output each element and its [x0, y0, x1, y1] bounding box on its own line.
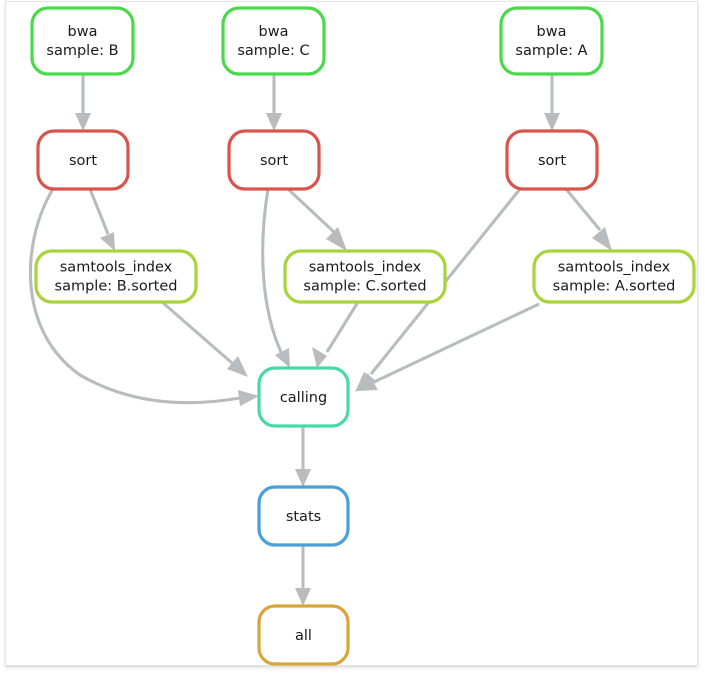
node-samtools_index_B[interactable]: samtools_index sample: B.sorted: [34, 249, 198, 304]
node-label-line2-bwa_C: sample: C: [237, 43, 309, 59]
edge-samtools_index_B-calling: [160, 300, 248, 377]
node-calling[interactable]: calling: [257, 366, 350, 428]
node-label-line1-bwa_B: bwa: [68, 24, 98, 40]
node-all[interactable]: all: [257, 604, 350, 666]
edge-bwa_A-sort_A: [544, 74, 560, 131]
edge-bwa_B-sort_B: [75, 74, 91, 131]
node-shape-sort_C[interactable]: [227, 129, 321, 191]
edge-layer: [28, 74, 612, 606]
edge-sort_C-samtools_index_C: [286, 187, 347, 251]
node-stats[interactable]: stats: [257, 485, 350, 547]
node-shape-calling[interactable]: [257, 366, 350, 428]
node-bwa_C[interactable]: bwa sample: C: [221, 6, 326, 76]
node-label-line2-samtools_index_C: sample: C.sorted: [303, 279, 426, 295]
edge-calling-stats: [295, 426, 311, 487]
node-shape-samtools_index_C[interactable]: [283, 249, 447, 304]
node-sort_B[interactable]: sort: [36, 129, 130, 191]
node-layer: bwa sample: B bwa sample: C bwa sample: A sort…: [30, 6, 696, 666]
node-sort_A[interactable]: sort: [505, 129, 599, 191]
node-shape-stats[interactable]: [257, 485, 350, 547]
node-label-line1-calling: calling: [280, 390, 327, 406]
node-bwa_B[interactable]: bwa sample: B: [30, 6, 135, 76]
edge-sort_B-samtools_index_B: [88, 188, 115, 251]
edge-samtools_index_C-calling: [312, 301, 360, 368]
edge-stats-all: [295, 545, 311, 606]
node-shape-sort_A[interactable]: [505, 129, 599, 191]
node-shape-sort_B[interactable]: [36, 129, 130, 191]
node-label-line1-samtools_index_A: samtools_index: [558, 260, 671, 276]
node-shape-bwa_A[interactable]: [499, 6, 604, 76]
node-label-line2-bwa_A: sample: A: [515, 43, 587, 59]
node-label-line1-sort_B: sort: [69, 153, 97, 169]
node-shape-samtools_index_B[interactable]: [34, 249, 198, 304]
node-sort_C[interactable]: sort: [227, 129, 321, 191]
edge-samtools_index_A-calling: [356, 302, 540, 391]
edge-sort_A-samtools_index_A: [564, 188, 612, 251]
node-label-line2-bwa_B: sample: B: [46, 43, 118, 59]
node-label-line1-bwa_A: bwa: [537, 24, 567, 40]
node-label-line1-stats: stats: [286, 509, 321, 525]
node-shape-bwa_B[interactable]: [30, 6, 135, 76]
node-label-line1-sort_A: sort: [538, 153, 566, 169]
edge-sort_C-calling: [261, 188, 290, 368]
edge-sort_B-calling: [28, 188, 259, 406]
node-label-line1-samtools_index_B: samtools_index: [60, 260, 173, 276]
node-samtools_index_C[interactable]: samtools_index sample: C.sorted: [283, 249, 447, 304]
node-bwa_A[interactable]: bwa sample: A: [499, 6, 604, 76]
edge-bwa_C-sort_C: [266, 74, 282, 131]
node-samtools_index_A[interactable]: samtools_index sample: A.sorted: [532, 249, 696, 304]
node-label-line1-samtools_index_C: samtools_index: [309, 260, 422, 276]
node-label-line2-samtools_index_B: sample: B.sorted: [55, 279, 178, 295]
node-label-line1-all: all: [295, 628, 312, 644]
node-shape-all[interactable]: [257, 604, 350, 666]
diagram-frame: [5, 1, 698, 666]
node-label-line1-bwa_C: bwa: [259, 24, 289, 40]
node-label-line2-samtools_index_A: sample: A.sorted: [553, 279, 676, 295]
node-shape-samtools_index_A[interactable]: [532, 249, 696, 304]
node-label-line1-sort_C: sort: [260, 153, 288, 169]
node-shape-bwa_C[interactable]: [221, 6, 326, 76]
